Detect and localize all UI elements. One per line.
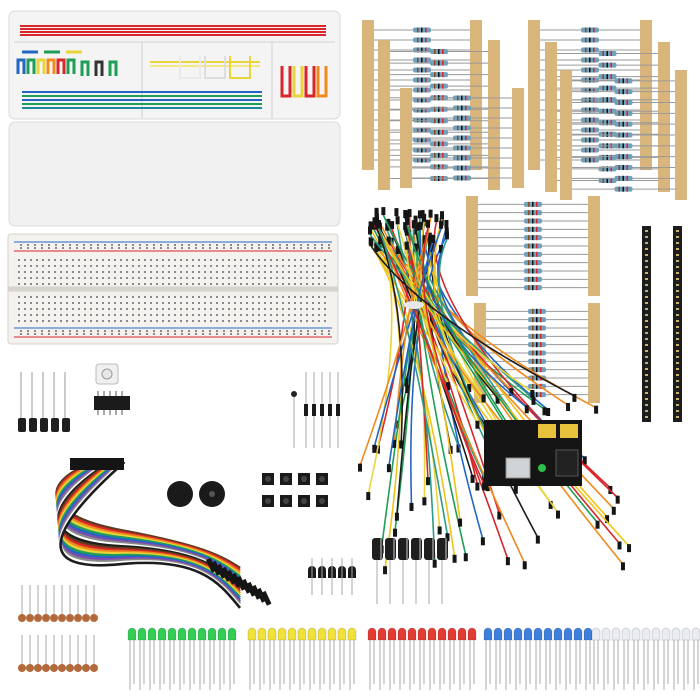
buzzers (167, 481, 225, 507)
tactile-push-buttons (262, 473, 328, 507)
transistors (308, 558, 356, 595)
breadboard-830 (7, 233, 339, 345)
led-blue (483, 627, 593, 690)
ic-chip (94, 391, 130, 415)
dupont-ribbon-cable (55, 458, 272, 609)
pin-headers (642, 226, 682, 422)
potentiometer (95, 363, 119, 385)
resistor-strips (362, 20, 687, 403)
short-jumper-wires (16, 50, 118, 76)
jumper-wire-kit-box (8, 10, 341, 227)
ceramic-capacitors (18, 585, 98, 672)
electrolytic-capacitors (372, 538, 448, 604)
transistors-diodes (291, 372, 340, 448)
breadboard-power-module (484, 420, 582, 486)
led-yellow (247, 627, 357, 690)
male-male-jumper-wires (358, 207, 632, 575)
led-red (367, 627, 477, 690)
small-electrolytic-capacitors (18, 372, 70, 432)
led-white (591, 627, 700, 690)
led-green (127, 627, 237, 690)
